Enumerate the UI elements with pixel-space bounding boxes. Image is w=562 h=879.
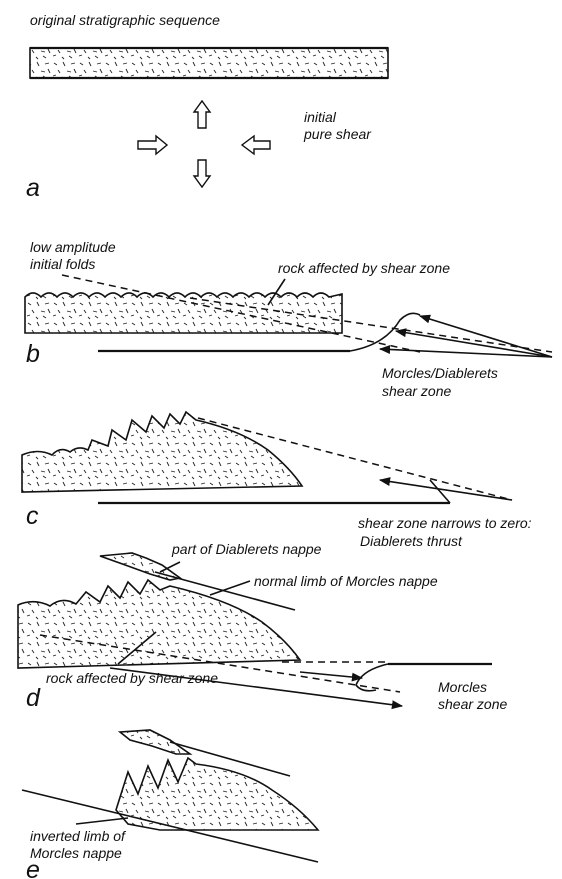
label-initial-folds: initial folds — [30, 256, 95, 272]
panel-letter-d: d — [26, 684, 41, 712]
label-morcles: Morcles — [438, 679, 487, 695]
panel-b: low amplitude initial folds rock affecte… — [25, 239, 552, 399]
shear-zone-curve-b — [350, 313, 420, 351]
label-initial: initial — [304, 109, 337, 125]
nappe-body-d — [18, 580, 300, 668]
folded-layer-b — [25, 293, 342, 333]
label-part-of-diablerets: part of Diablerets nappe — [171, 541, 322, 557]
diablerets-fragment-e — [120, 730, 190, 754]
panel-letter-a: a — [26, 174, 40, 202]
arrow-right-icon — [138, 136, 167, 154]
label-diablerets-thrust: Diablerets thrust — [360, 533, 463, 549]
label-morcles-nappe: Morcles nappe — [30, 845, 122, 861]
panel-c: shear zone narrows to zero: Diablerets t… — [22, 412, 532, 549]
panel-a: original stratigraphic sequence initial … — [26, 12, 388, 202]
label-pure-shear: pure shear — [303, 126, 372, 142]
panel-letter-c: c — [26, 502, 39, 530]
title-original-sequence: original stratigraphic sequence — [30, 12, 220, 28]
label-normal-limb: normal limb of Morcles nappe — [254, 573, 438, 589]
arrow-up-icon — [194, 101, 210, 128]
panel-letter-b: b — [26, 340, 40, 368]
label-rock-affected-b: rock affected by shear zone — [278, 260, 450, 276]
upper-movement-arrow-d — [300, 672, 362, 678]
panel-d: part of Diablerets nappe normal limb of … — [18, 541, 507, 712]
label-shear-zone-d: shear zone — [438, 696, 507, 712]
panel-letter-e: e — [26, 856, 40, 879]
label-low-amplitude: low amplitude — [30, 239, 116, 255]
leader-inverted-limb-e — [76, 818, 128, 824]
nappe-body-e — [116, 758, 318, 830]
stratigraphic-layer — [30, 48, 388, 78]
label-shear-zone-b: shear zone — [382, 383, 451, 399]
nappe-body-c — [22, 412, 302, 492]
arrow-down-icon — [194, 160, 210, 187]
label-rock-affected-d: rock affected by shear zone — [46, 670, 218, 686]
arrow-left-icon — [242, 136, 270, 154]
label-narrows-to-zero: shear zone narrows to zero: — [358, 515, 532, 531]
shear-arrow-upper-b — [420, 316, 552, 357]
panel-e: inverted limb of Morcles nappe e — [22, 730, 318, 879]
label-inverted-limb: inverted limb of — [30, 828, 127, 844]
label-morcles-diablerets: Morcles/Diablerets — [382, 365, 498, 381]
